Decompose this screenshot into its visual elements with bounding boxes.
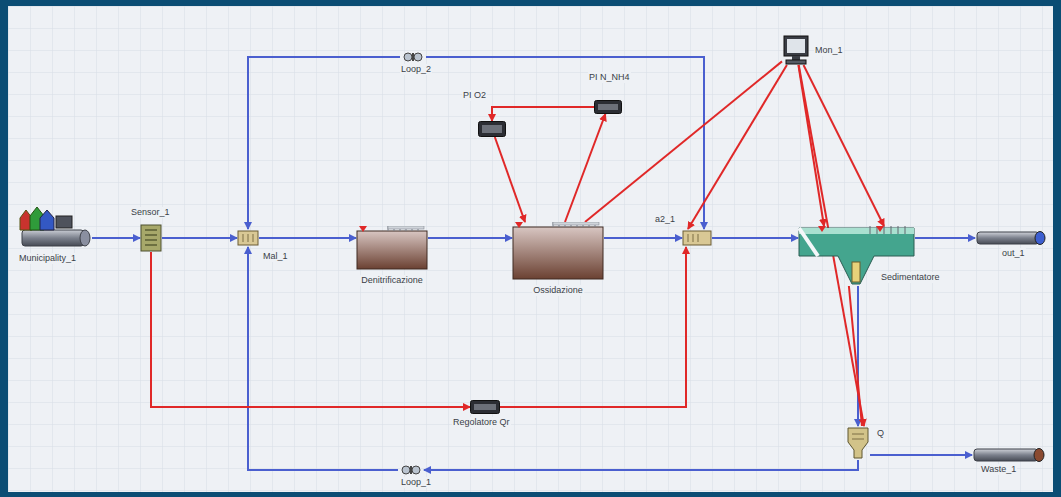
unit-label: Sedimentatore <box>880 272 941 283</box>
process-unit: PI N_NH4 <box>594 100 622 114</box>
loop-symbol <box>400 52 426 62</box>
process-unit: PI O2 <box>478 121 506 137</box>
unit-label: Loop_2 <box>400 64 432 75</box>
unit-label: Ossidazione <box>532 285 584 296</box>
flow-line <box>248 57 400 229</box>
mixer-symbol <box>682 229 712 247</box>
process-unit: Waste_1 <box>972 448 1046 462</box>
process-unit: Municipality_1 <box>18 206 92 250</box>
signal-line <box>492 107 594 121</box>
flow-line <box>604 237 682 239</box>
loop-symbol <box>398 465 424 475</box>
process-unit: Sensor_1 <box>140 224 162 252</box>
process-unit: Mon_1 <box>782 35 810 65</box>
tank-symbol <box>356 226 428 270</box>
unit-label: Loop_1 <box>400 477 432 488</box>
sensor-symbol <box>140 224 162 252</box>
tank-symbol <box>512 222 604 280</box>
unit-label: Mon_1 <box>814 45 844 56</box>
unit-label: Denitrificazione <box>360 275 424 286</box>
unit-label: Mal_1 <box>262 251 289 262</box>
wastepipe-symbol <box>972 448 1046 462</box>
flow-line <box>712 237 798 239</box>
flow-line <box>426 57 704 229</box>
flow-line <box>424 460 858 470</box>
process-unit: out_1 <box>975 231 1047 245</box>
process-unit: Regolatore Qr <box>470 400 500 414</box>
signal-line <box>688 65 787 229</box>
unit-label: Municipality_1 <box>18 253 77 264</box>
controller-symbol <box>478 121 506 137</box>
unit-label: out_1 <box>1001 248 1026 259</box>
process-unit: Q <box>846 426 870 460</box>
monitor-symbol <box>782 35 810 65</box>
unit-label: Regolatore Qr <box>452 417 511 428</box>
mixer-symbol <box>237 229 259 247</box>
controller-symbol <box>470 400 500 414</box>
outpipe-symbol <box>975 231 1047 245</box>
splitter-symbol <box>846 426 870 460</box>
unit-label: PI O2 <box>462 90 487 101</box>
unit-label: Waste_1 <box>980 464 1017 475</box>
process-unit: Loop_2 <box>400 52 426 62</box>
process-unit: Mal_1 <box>237 229 259 247</box>
unit-label: a2_1 <box>654 214 676 225</box>
process-unit: a2_1 <box>682 229 712 247</box>
signal-line <box>804 65 885 226</box>
flow-line <box>259 237 356 239</box>
signal-line <box>849 286 862 426</box>
municipality-symbol <box>18 206 92 250</box>
process-unit: Sedimentatore <box>798 226 915 286</box>
process-unit: Loop_1 <box>398 465 424 475</box>
signal-line <box>565 114 605 222</box>
unit-label: Q <box>876 428 885 439</box>
flow-line <box>428 237 512 239</box>
signal-line <box>495 137 525 222</box>
flow-line <box>92 237 140 239</box>
signal-line <box>585 61 782 222</box>
process-unit: Ossidazione <box>512 222 604 280</box>
flow-line <box>870 454 972 456</box>
process-unit: Denitrificazione <box>356 226 428 270</box>
signal-line <box>151 252 470 407</box>
flow-line <box>162 237 237 239</box>
flow-line <box>857 286 859 426</box>
unit-label: Sensor_1 <box>130 207 171 218</box>
flow-line <box>915 237 975 239</box>
unit-label: PI N_NH4 <box>588 72 631 83</box>
controller-symbol <box>594 100 622 114</box>
